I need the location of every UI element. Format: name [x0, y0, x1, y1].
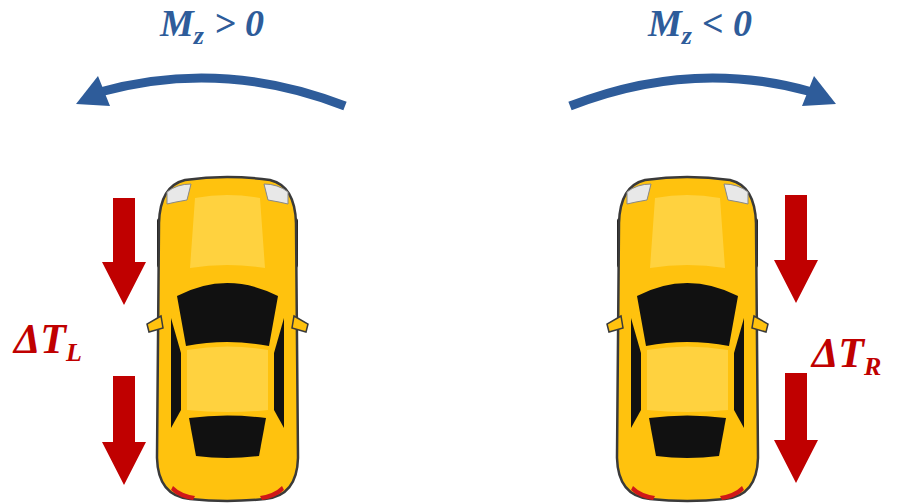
torque-label: ΔTL	[14, 318, 82, 366]
symbol-text: > 0	[214, 2, 264, 44]
subscript: z	[194, 21, 204, 50]
moment-label: Mz < 0	[648, 4, 752, 49]
symbol-text: < 0	[702, 2, 752, 44]
moment-label: Mz > 0	[160, 4, 264, 49]
symbol-text: M	[160, 2, 194, 44]
symbol-text: ΔT	[14, 316, 66, 362]
symbol-text: ΔT	[812, 330, 864, 376]
subscript: z	[682, 21, 692, 50]
subscript: R	[864, 352, 881, 381]
torque-label: ΔTR	[812, 332, 881, 380]
subscript: L	[66, 338, 82, 367]
symbol-text: M	[648, 2, 682, 44]
